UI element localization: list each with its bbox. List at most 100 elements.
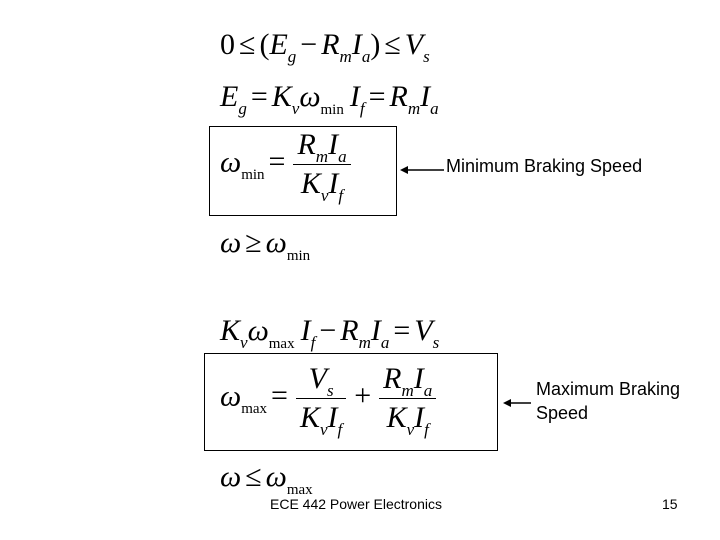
var-I: I	[414, 401, 425, 434]
var-I: I	[420, 80, 431, 113]
var-E: E	[220, 80, 239, 113]
numerator: RmIa	[379, 362, 437, 400]
sub-a: a	[380, 333, 390, 352]
var-R: R	[383, 362, 402, 395]
var-omega: ω	[220, 460, 242, 493]
minus-sign: −	[319, 314, 337, 347]
sub-m: m	[358, 333, 371, 352]
sub-s: s	[423, 47, 430, 66]
sub-g: g	[238, 99, 247, 118]
var-R: R	[340, 314, 359, 347]
equation-voltage-inequality: 0≤(Eg−RmIa)≤Vs	[220, 28, 430, 66]
var-omega: ω	[265, 460, 287, 493]
minus-sign: −	[300, 28, 318, 61]
var-R: R	[321, 28, 340, 61]
var-omega: ω	[220, 379, 242, 413]
plus-sign: +	[354, 379, 372, 413]
sub-v: v	[406, 420, 415, 439]
numerator: Vs	[295, 362, 347, 400]
sub-s: s	[432, 333, 440, 352]
paren-close: )	[370, 28, 381, 61]
sub-m: m	[401, 381, 414, 400]
leq-sign: ≤	[245, 460, 262, 493]
var-K: K	[299, 401, 320, 434]
var-I: I	[328, 128, 339, 161]
footer-page-number: 15	[662, 496, 678, 512]
equals-sign: =	[250, 80, 268, 113]
equals-sign: =	[368, 80, 386, 113]
denominator: KvIf	[296, 399, 346, 439]
var-I: I	[351, 28, 362, 61]
var-V: V	[404, 28, 424, 61]
sub-min: min	[320, 102, 344, 118]
sub-m: m	[407, 99, 421, 118]
label-max-braking-speed: Maximum Braking Speed	[536, 377, 680, 425]
sub-v: v	[291, 99, 300, 118]
var-V: V	[414, 314, 433, 347]
geq-sign: ≥	[245, 226, 262, 259]
equals-sign: =	[393, 314, 411, 347]
footer-course-title: ECE 442 Power Electronics	[270, 496, 442, 512]
zero: 0	[220, 28, 235, 61]
sub-g: g	[287, 47, 297, 66]
var-V: V	[308, 362, 327, 395]
var-I: I	[413, 362, 424, 395]
var-omega: ω	[220, 226, 242, 259]
var-omega: ω	[247, 314, 269, 347]
numerator: RmIa	[293, 128, 351, 166]
sub-m: m	[339, 47, 352, 66]
var-I: I	[328, 167, 339, 200]
label-max-braking-line2: Speed	[536, 403, 589, 423]
leq-sign: ≤	[384, 28, 401, 61]
sub-s: s	[326, 381, 334, 400]
equation-omega-geq: ω≥ωmin	[220, 226, 310, 264]
sub-f: f	[359, 99, 365, 118]
var-I: I	[370, 314, 381, 347]
sub-max: max	[286, 482, 313, 498]
sub-f: f	[310, 333, 316, 352]
omega-min-box	[209, 126, 397, 216]
leq-sign: ≤	[239, 28, 256, 61]
sub-min: min	[241, 167, 265, 184]
arrow-max-braking	[503, 399, 531, 407]
sub-f: f	[337, 420, 343, 439]
var-I: I	[300, 314, 311, 347]
var-I: I	[349, 80, 360, 113]
var-R: R	[389, 80, 408, 113]
sub-v: v	[320, 186, 329, 205]
paren-open: (	[259, 28, 270, 61]
equals-sign: =	[268, 145, 286, 179]
label-min-braking-speed: Minimum Braking Speed	[446, 156, 643, 176]
var-E: E	[269, 28, 288, 61]
var-K: K	[220, 314, 241, 347]
var-omega: ω	[299, 80, 321, 113]
var-omega: ω	[220, 145, 242, 179]
sub-f: f	[338, 186, 344, 205]
var-K: K	[271, 80, 292, 113]
sub-max: max	[241, 401, 268, 418]
sub-a: a	[430, 99, 439, 118]
sub-a: a	[423, 381, 433, 400]
var-I: I	[327, 401, 338, 434]
label-max-braking-line1: Maximum Braking	[536, 379, 681, 399]
var-R: R	[297, 128, 316, 161]
sub-a: a	[338, 147, 347, 166]
equals-sign: =	[271, 379, 288, 413]
denominator: KvIf	[379, 399, 436, 439]
var-omega: ω	[265, 226, 287, 259]
sub-v: v	[319, 420, 328, 439]
arrow-min-braking	[400, 166, 444, 174]
sub-max: max	[268, 336, 295, 352]
sub-min: min	[286, 248, 311, 264]
var-K: K	[300, 167, 321, 200]
sub-m: m	[315, 147, 329, 166]
denominator: KvIf	[293, 165, 350, 205]
omega-max-box	[204, 353, 498, 451]
equation-omega-leq: ω≤ωmax	[220, 460, 313, 498]
